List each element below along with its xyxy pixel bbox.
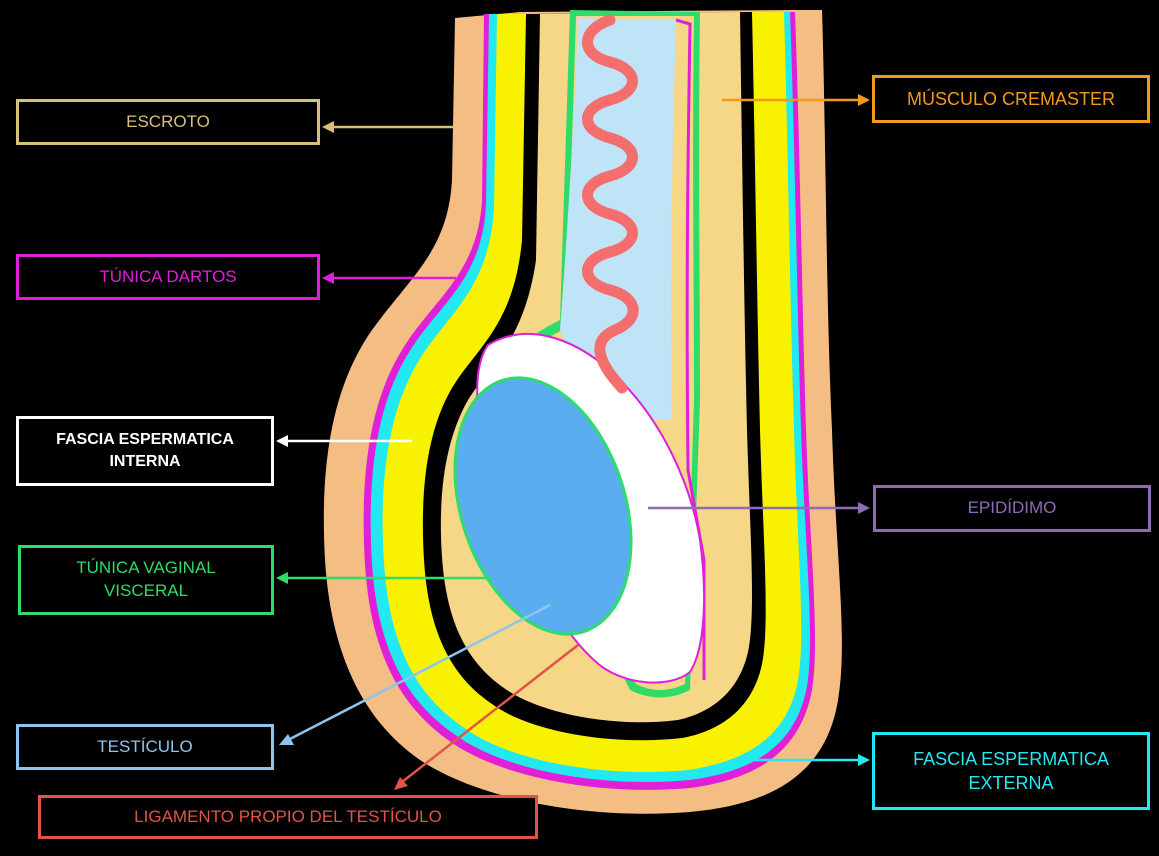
label-fascia-interna: FASCIA ESPERMATICA INTERNA [16, 416, 274, 486]
label-tunica-vaginal: TÚNICA VAGINAL VISCERAL [18, 545, 274, 615]
label-epididimo: EPIDÍDIMO [873, 485, 1151, 532]
label-fascia-externa: FASCIA ESPERMATICA EXTERNA [872, 732, 1150, 810]
label-fascia-interna-text: FASCIA ESPERMATICA INTERNA [56, 429, 234, 472]
label-ligamento: LIGAMENTO PROPIO DEL TESTÍCULO [38, 795, 538, 839]
label-fascia-externa-text: FASCIA ESPERMATICA EXTERNA [913, 747, 1109, 796]
label-ligamento-text: LIGAMENTO PROPIO DEL TESTÍCULO [134, 806, 442, 829]
label-tunica-dartos-text: TÚNICA DARTOS [99, 266, 236, 289]
label-escroto: ESCROTO [16, 99, 320, 145]
label-tunica-dartos: TÚNICA DARTOS [16, 254, 320, 300]
label-testiculo: TESTÍCULO [16, 724, 274, 770]
label-testiculo-text: TESTÍCULO [97, 736, 192, 759]
label-musculo-cremaster: MÚSCULO CREMASTER [872, 75, 1150, 123]
label-tunica-vaginal-text: TÚNICA VAGINAL VISCERAL [76, 557, 216, 603]
label-epididimo-text: EPIDÍDIMO [968, 497, 1057, 520]
label-escroto-text: ESCROTO [126, 111, 210, 134]
label-musculo-cremaster-text: MÚSCULO CREMASTER [907, 87, 1115, 111]
